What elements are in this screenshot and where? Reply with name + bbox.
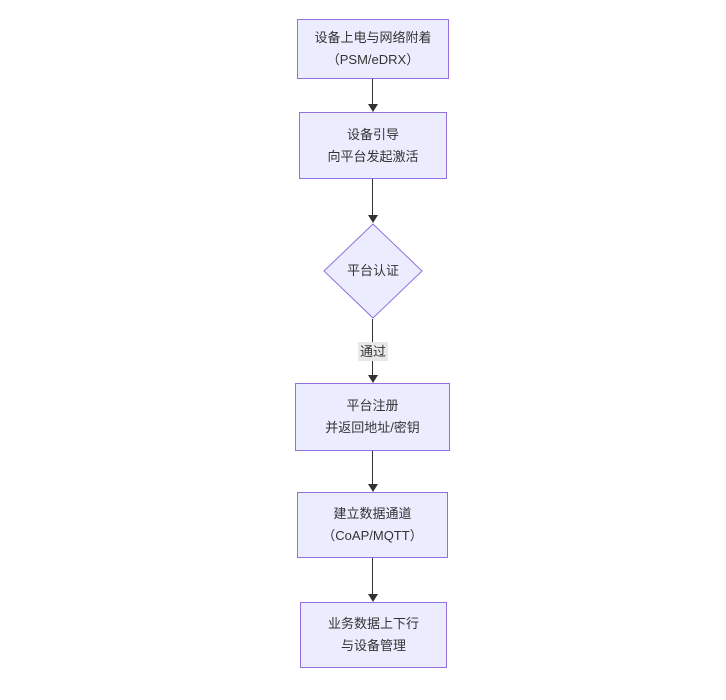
node-label-line: 建立数据通道 <box>333 506 412 521</box>
node-label-line: 与设备管理 <box>340 638 406 653</box>
edge-line <box>372 558 373 594</box>
edge-line <box>372 79 373 104</box>
edge-line <box>372 451 373 484</box>
node-business-data: 业务数据上下行 与设备管理 <box>300 602 447 668</box>
node-label-line: 设备上电与网络附着 <box>314 30 432 45</box>
arrowhead-down-icon <box>368 375 378 383</box>
arrowhead-down-icon <box>368 484 378 492</box>
node-device-bootstrap: 设备引导 向平台发起激活 <box>299 112 447 179</box>
node-label-line: 并返回地址/密钥 <box>325 420 420 435</box>
node-label-line: 平台注册 <box>346 398 399 413</box>
node-label-line: 向平台发起激活 <box>327 148 419 164</box>
node-label-line: 平台认证 <box>346 263 399 278</box>
node-label-line: （PSM/eDRX） <box>326 52 420 67</box>
node-label-line: （CoAP/MQTT） <box>322 528 423 543</box>
diamond-shape <box>323 223 423 319</box>
node-label-line: 设备引导 <box>346 126 399 142</box>
arrowhead-down-icon <box>368 104 378 112</box>
arrowhead-down-icon <box>368 215 378 223</box>
edge-line <box>372 179 373 215</box>
edge-label-pass: 通过 <box>357 342 389 361</box>
node-label-line: 业务数据上下行 <box>327 616 419 631</box>
arrowhead-down-icon <box>368 594 378 602</box>
decision-platform-auth: 平台认证 <box>323 223 423 319</box>
node-power-network-attach: 设备上电与网络附着 （PSM/eDRX） <box>297 19 449 79</box>
node-data-channel: 建立数据通道 （CoAP/MQTT） <box>297 492 448 558</box>
node-platform-register: 平台注册 并返回地址/密钥 <box>295 383 450 451</box>
